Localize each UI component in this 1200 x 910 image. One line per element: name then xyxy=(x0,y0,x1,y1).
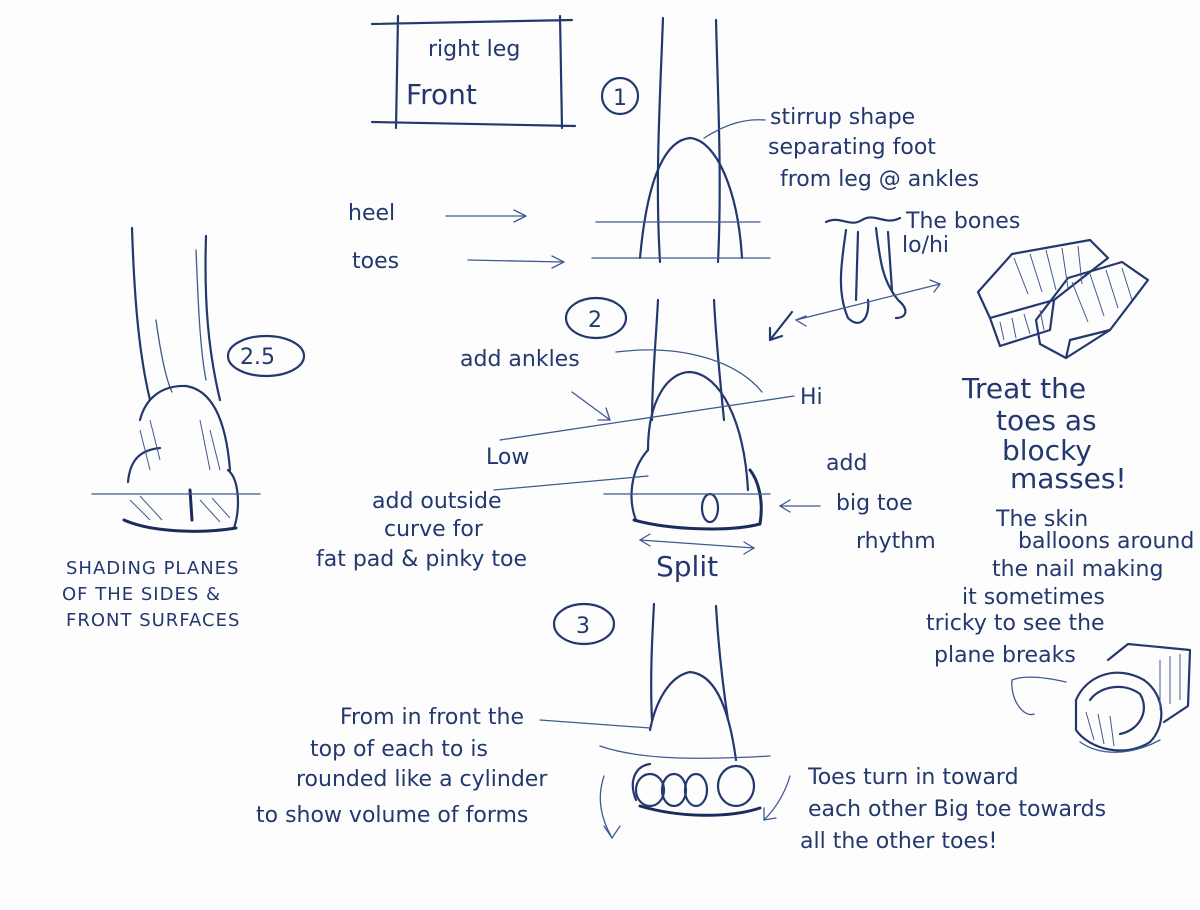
add-label: add xyxy=(826,451,867,476)
toe-nail-sketch: The skin balloons around the nail making… xyxy=(926,507,1194,752)
turn-label-2: each other Big toe towards xyxy=(808,797,1106,822)
heel-label: heel xyxy=(348,201,395,226)
front-label-1: From in front the xyxy=(340,705,524,730)
add-ankles-label: add ankles xyxy=(460,347,580,372)
shading-label-3: FRONT SURFACES xyxy=(66,610,240,631)
step-3-diagram: 3 From in front the top of each to is ro… xyxy=(256,604,1106,854)
bones-label-1: The bones xyxy=(905,209,1020,234)
stirrup-label-3: from leg @ ankles xyxy=(780,167,979,192)
front-label-3: rounded like a cylinder xyxy=(296,767,548,792)
bones-label-2: lo/hi xyxy=(902,233,949,258)
skin-label-2: balloons around xyxy=(1018,529,1194,554)
skin-label-3: the nail making xyxy=(992,557,1163,582)
skin-label-6: plane breaks xyxy=(934,643,1076,668)
stirrup-label-1: stirrup shape xyxy=(770,105,915,130)
step-1-number: 1 xyxy=(613,86,627,111)
title-line-2: Front xyxy=(406,78,477,111)
rhythm-label: rhythm xyxy=(856,529,936,554)
step-2-5-diagram: 2.5 SHADING PLANES OF THE SIDES & FRONT … xyxy=(62,228,304,631)
front-label-4: to show volume of forms xyxy=(256,803,528,828)
shading-label-2: OF THE SIDES & xyxy=(62,584,221,605)
low-label: Low xyxy=(486,445,529,470)
skin-label-4: it sometimes xyxy=(962,585,1105,610)
step-2-diagram: 2 add ankles Hi Low add outside curve fo… xyxy=(316,298,936,583)
stirrup-label-2: separating foot xyxy=(768,135,936,160)
treat-label-4: masses! xyxy=(1010,462,1127,495)
blocky-toes-sketch: Treat the toes as blocky masses! xyxy=(961,240,1148,495)
step-2-number: 2 xyxy=(588,308,602,333)
treat-label-1: Treat the xyxy=(961,372,1086,405)
split-label: Split xyxy=(656,550,718,583)
outside-label-2: curve for xyxy=(384,517,484,542)
turn-label-1: Toes turn in toward xyxy=(807,765,1019,790)
toes-label: toes xyxy=(352,249,399,274)
skin-label-5: tricky to see the xyxy=(926,611,1105,636)
shading-label-1: SHADING PLANES xyxy=(66,558,239,579)
step-3-number: 3 xyxy=(576,614,590,639)
outside-label-1: add outside xyxy=(372,489,502,514)
outside-label-3: fat pad & pinky toe xyxy=(316,547,527,572)
treat-label-2: toes as xyxy=(996,404,1097,437)
title-box: right leg Front xyxy=(372,16,575,128)
step-2-5-number: 2.5 xyxy=(240,345,275,370)
title-line-1: right leg xyxy=(428,37,520,62)
bones-sketch: The bones lo/hi xyxy=(770,209,1020,340)
front-label-2: top of each to is xyxy=(310,737,488,762)
bigtoe-label: big toe xyxy=(836,491,913,516)
hi-label: Hi xyxy=(800,385,823,410)
turn-label-3: all the other toes! xyxy=(800,829,997,854)
